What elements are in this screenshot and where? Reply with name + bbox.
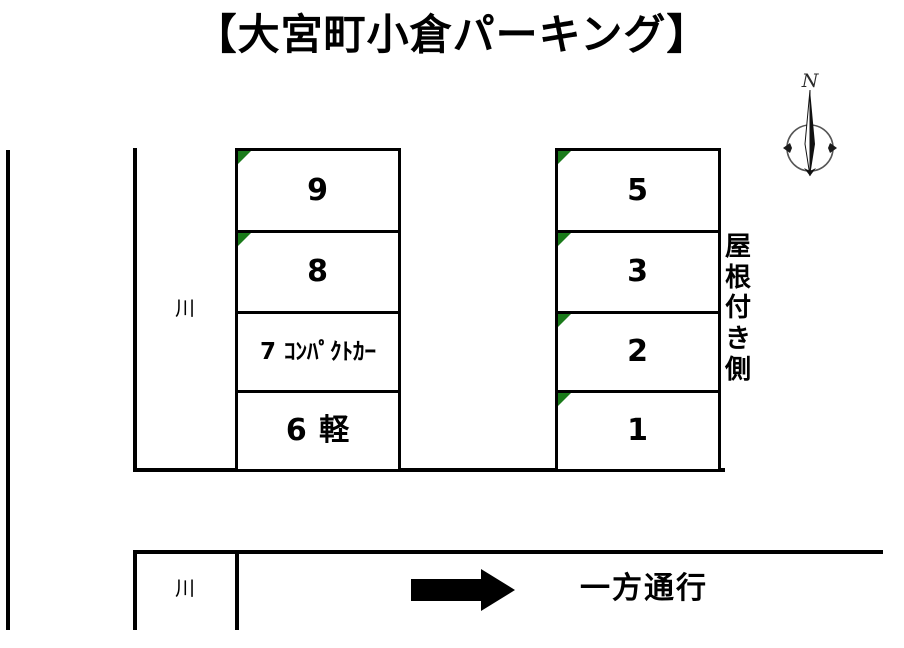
west-road-edge-line <box>6 150 10 630</box>
right-arrow-icon <box>411 569 515 611</box>
parking-stall-label: 5 <box>627 172 649 208</box>
compass-rose-icon: N <box>768 72 852 184</box>
one-way-traffic-label: 一方通行 <box>580 571 708 606</box>
parking-stall-7[interactable]: 7 ｺﾝﾊﾟｸﾄｶｰ <box>238 314 398 393</box>
river-channel-left-line <box>133 148 137 472</box>
left-parking-block: 9 8 7 ｺﾝﾊﾟｸﾄｶｰ 6 軽 <box>235 148 401 472</box>
road-strip-divider-line <box>235 550 239 630</box>
parking-stall-6[interactable]: 6 軽 <box>238 393 398 469</box>
compass-north-label: N <box>801 70 819 92</box>
compass-needle-icon <box>783 89 837 177</box>
roofed-side-label: 屋 根 付 き 側 <box>724 232 751 385</box>
river-channel-bottom-line <box>133 468 725 472</box>
parking-stall-label: 2 <box>627 334 649 369</box>
parking-stall-label: 1 <box>627 413 649 448</box>
river-label-upper: 川 <box>175 296 195 320</box>
parking-stall-9[interactable]: 9 <box>238 151 398 233</box>
river-label-lower: 川 <box>175 576 195 600</box>
parking-stall-label: 3 <box>627 254 649 289</box>
stall-corner-marker-icon <box>238 233 251 246</box>
right-parking-block: 5 3 2 1 <box>555 148 721 472</box>
parking-stall-8[interactable]: 8 <box>238 233 398 314</box>
parking-stall-1[interactable]: 1 <box>558 393 718 469</box>
stall-corner-marker-icon <box>558 233 571 246</box>
stall-corner-marker-icon <box>558 151 571 164</box>
road-strip-left-line <box>133 550 137 630</box>
parking-stall-3[interactable]: 3 <box>558 233 718 314</box>
parking-stall-5[interactable]: 5 <box>558 151 718 233</box>
stall-corner-marker-icon <box>558 393 571 406</box>
parking-stall-label: 8 <box>307 254 329 289</box>
road-strip-top-line <box>133 550 883 554</box>
stall-corner-marker-icon <box>238 151 251 164</box>
parking-stall-label: 7 ｺﾝﾊﾟｸﾄｶｰ <box>259 338 376 365</box>
parking-stall-2[interactable]: 2 <box>558 314 718 393</box>
parking-stall-label: 9 <box>307 172 329 208</box>
page-title: 【大宮町小倉パーキング】 <box>194 10 710 59</box>
parking-stall-label: 6 軽 <box>285 413 351 448</box>
stall-corner-marker-icon <box>558 314 571 327</box>
